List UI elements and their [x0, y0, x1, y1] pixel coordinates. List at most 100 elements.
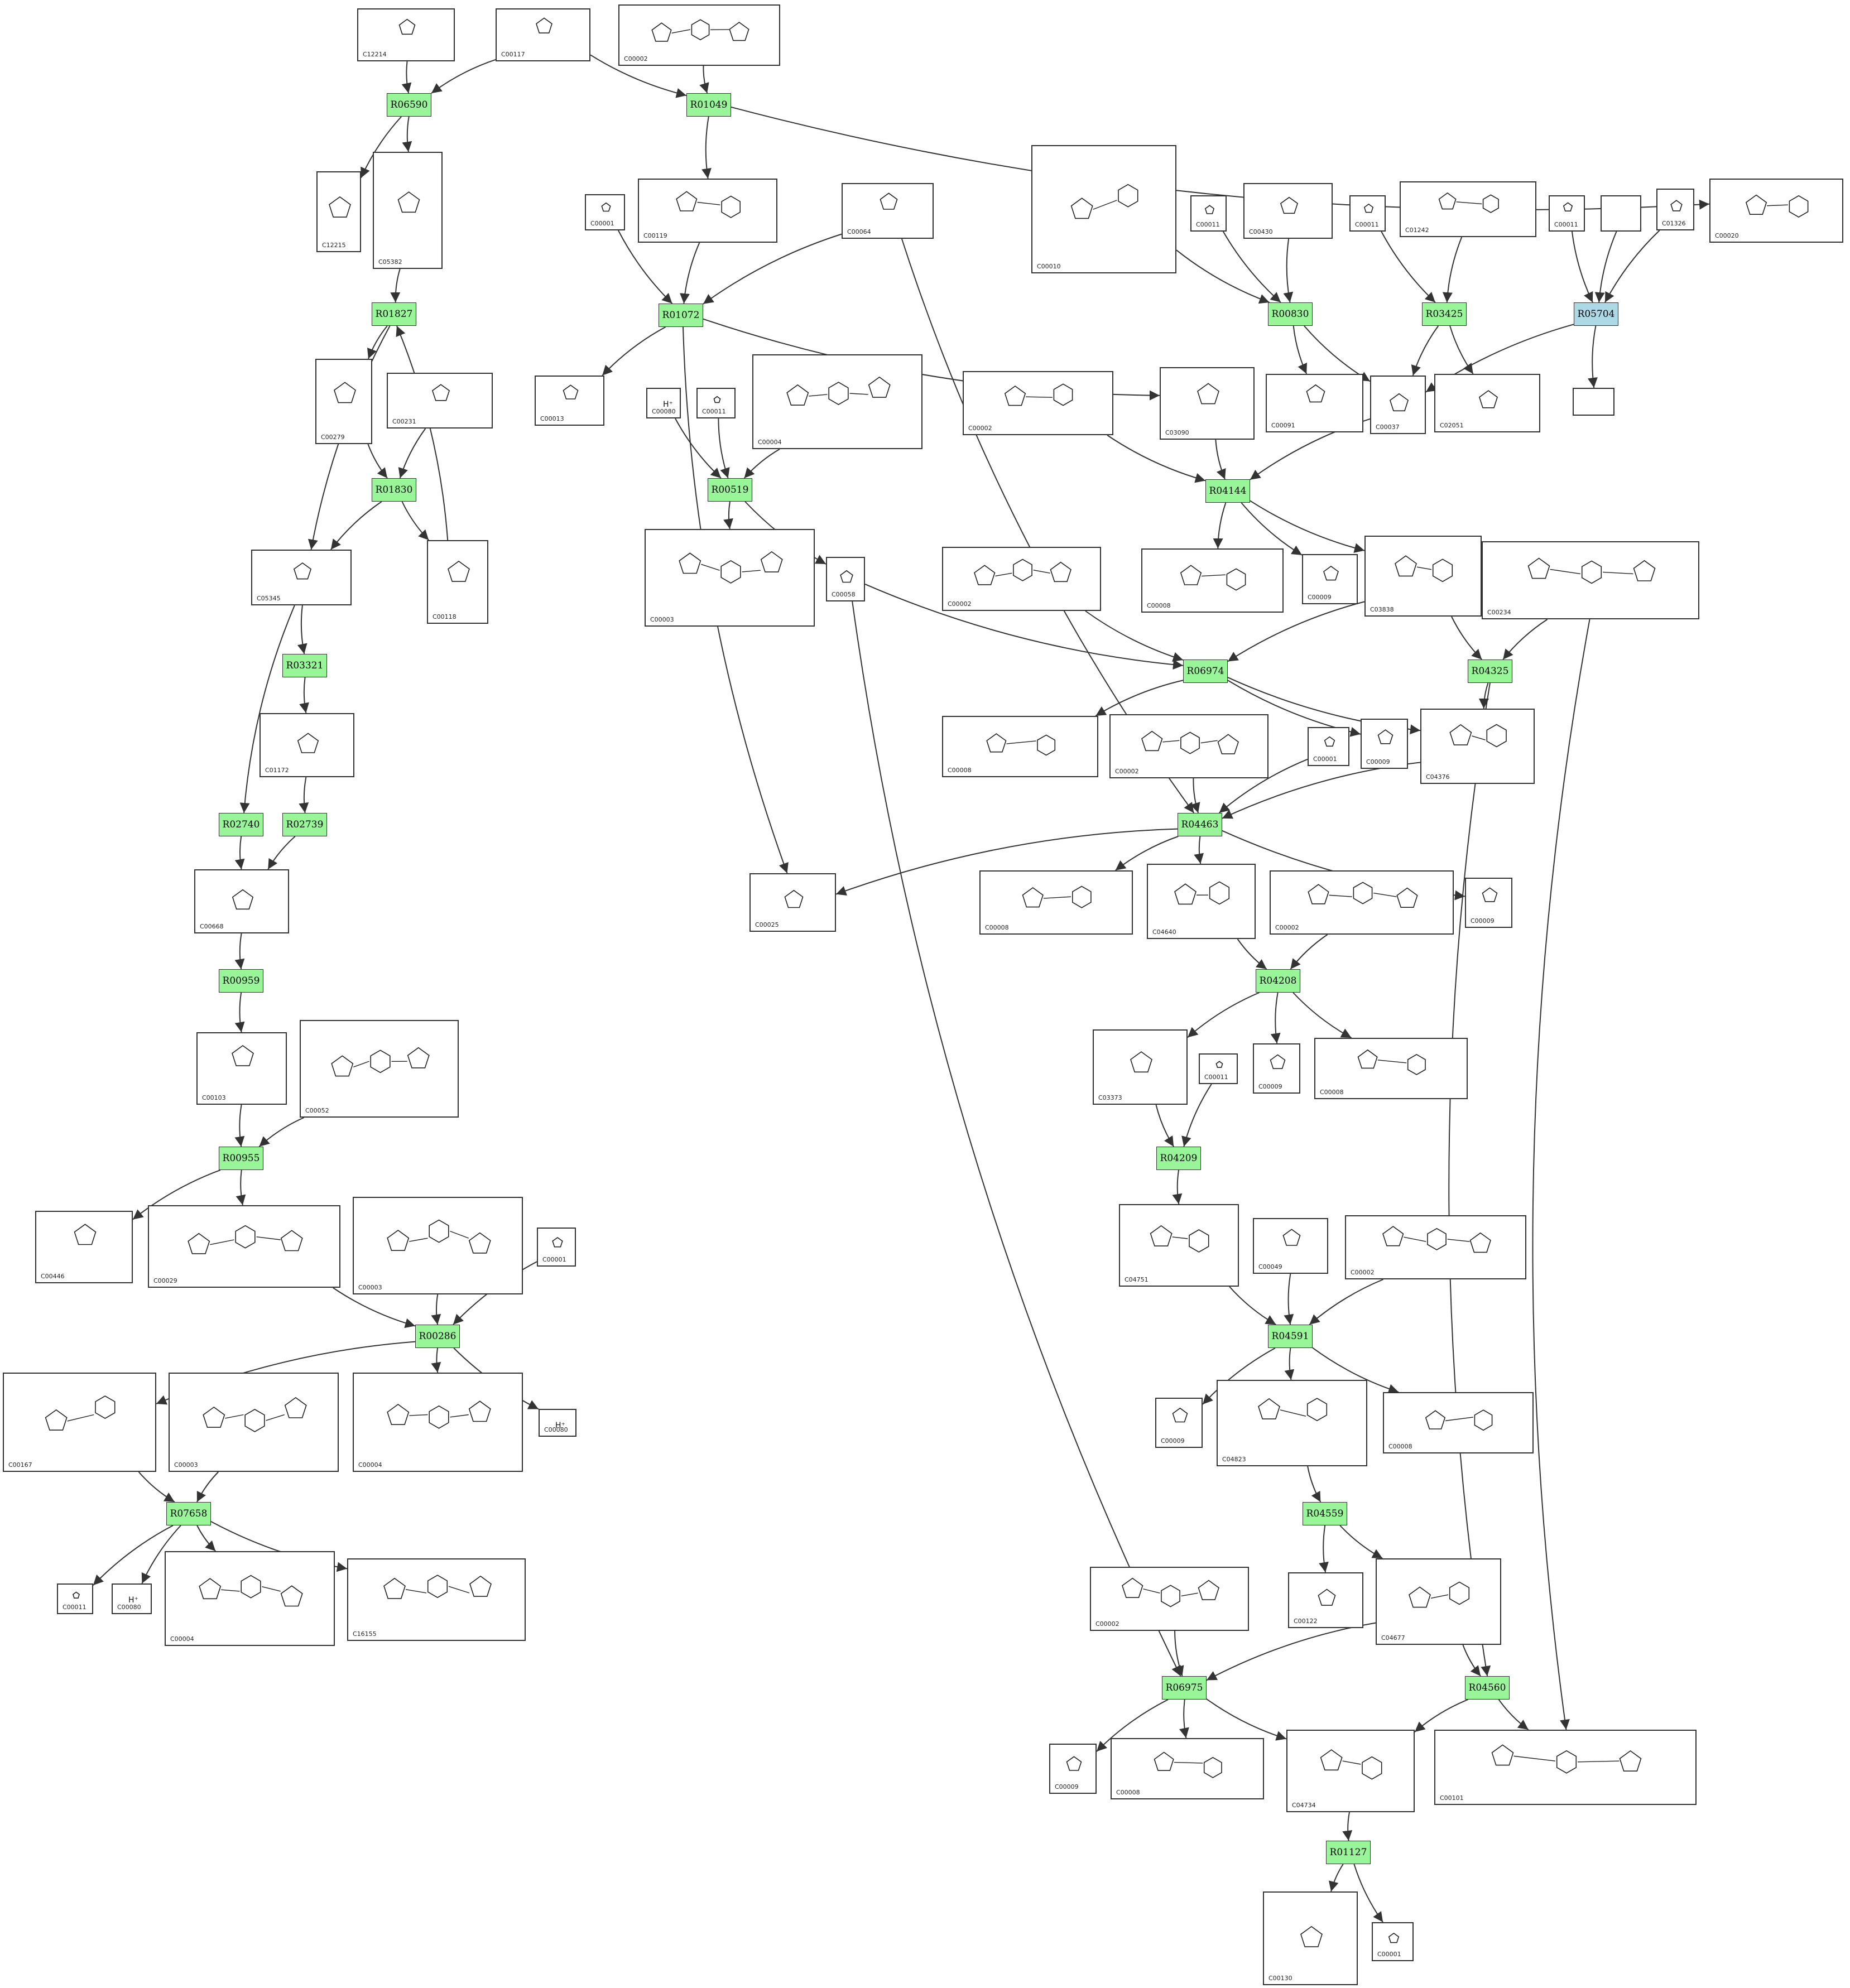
- compound-c00009-d[interactable]: C00009: [1253, 1043, 1300, 1094]
- reaction-r04559[interactable]: R04559: [1303, 1502, 1347, 1525]
- compound-c02051[interactable]: C02051: [1434, 374, 1540, 432]
- reaction-r01049[interactable]: R01049: [686, 93, 731, 117]
- reaction-r00955[interactable]: R00955: [219, 1147, 263, 1170]
- compound-c00080-a[interactable]: H⁺C00080: [646, 388, 681, 418]
- compound-c00009-e[interactable]: C00009: [1155, 1398, 1203, 1448]
- reaction-r04325[interactable]: R04325: [1468, 660, 1512, 683]
- compound-c04734[interactable]: C04734: [1286, 1730, 1415, 1812]
- reaction-r06974[interactable]: R06974: [1183, 660, 1228, 683]
- compound-c00004-b[interactable]: C00004: [353, 1373, 523, 1472]
- compound-c00118[interactable]: C00118: [427, 540, 488, 624]
- compound-c00101[interactable]: C00101: [1434, 1730, 1697, 1805]
- compound-c00052[interactable]: C00052: [300, 1020, 459, 1118]
- compound-c00080-c[interactable]: H⁺C00080: [112, 1583, 152, 1614]
- compound-c00231[interactable]: C00231: [387, 373, 493, 429]
- compound-c00234[interactable]: C00234: [1482, 541, 1699, 619]
- compound-c00037[interactable]: C00037: [1370, 376, 1426, 434]
- compound-c00013[interactable]: C00013: [535, 376, 604, 426]
- compound-c00001-b[interactable]: C00001: [1308, 727, 1349, 766]
- compound-c04640[interactable]: C04640: [1147, 864, 1256, 939]
- reaction-r02739[interactable]: R02739: [282, 813, 327, 836]
- compound-c00668[interactable]: C00668: [194, 869, 289, 933]
- compound-c00011-a[interactable]: C00011: [1190, 195, 1227, 232]
- compound-c05345[interactable]: C05345: [251, 550, 352, 605]
- compound-c00002-e[interactable]: C00002: [1270, 870, 1454, 935]
- compound-c00119[interactable]: C00119: [638, 179, 777, 243]
- compound-c00004-c[interactable]: C00004: [165, 1551, 335, 1646]
- compound-c00002-d[interactable]: C00002: [1109, 714, 1268, 778]
- compound-c00064[interactable]: C00064: [842, 183, 934, 239]
- compound-c00008-e[interactable]: C00008: [1383, 1392, 1534, 1453]
- compound-c00011-d[interactable]: C00011: [696, 388, 736, 418]
- compound-c12215[interactable]: C12215: [316, 171, 361, 252]
- compound-c03090[interactable]: C03090: [1160, 367, 1255, 440]
- compound-c00003-a[interactable]: C00003: [645, 529, 815, 627]
- compound-c00009-f[interactable]: C00009: [1049, 1744, 1097, 1794]
- compound-c00122[interactable]: C00122: [1288, 1572, 1363, 1628]
- compound-c00091[interactable]: C00091: [1266, 374, 1363, 432]
- compound-c00002-f[interactable]: C00002: [1345, 1215, 1526, 1279]
- reaction-r01827[interactable]: R01827: [372, 302, 416, 326]
- compound-c00010[interactable]: C00010: [1031, 145, 1176, 273]
- compound-c00008-b[interactable]: C00008: [942, 716, 1098, 777]
- compound-c00117[interactable]: C00117: [496, 8, 590, 61]
- compound-c00003-b[interactable]: C00003: [353, 1197, 523, 1294]
- compound-c00167[interactable]: C00167: [3, 1373, 156, 1472]
- reaction-r00830[interactable]: R00830: [1268, 302, 1313, 326]
- compound-c05382[interactable]: C05382: [373, 152, 443, 269]
- compound-c00002-top[interactable]: C00002: [618, 4, 780, 66]
- compound-c04376[interactable]: C04376: [1420, 709, 1535, 784]
- compound-c12214[interactable]: C12214: [357, 8, 455, 61]
- compound-c00430[interactable]: C00430: [1243, 183, 1333, 239]
- reaction-r00959[interactable]: R00959: [219, 969, 263, 993]
- reaction-r06590[interactable]: R06590: [387, 93, 431, 117]
- reaction-r04209[interactable]: R04209: [1156, 1147, 1201, 1170]
- compound-c00011-e[interactable]: C00011: [1199, 1053, 1238, 1084]
- compound-c00009-c[interactable]: C00009: [1465, 878, 1512, 928]
- reaction-r05704[interactable]: R05704: [1574, 302, 1618, 326]
- reaction-r01127[interactable]: R01127: [1326, 1841, 1371, 1864]
- compound-c04823[interactable]: C04823: [1217, 1380, 1367, 1466]
- compound-c00001-c[interactable]: C00001: [537, 1228, 576, 1267]
- reaction-r04463[interactable]: R04463: [1178, 813, 1222, 836]
- reaction-r01830[interactable]: R01830: [372, 478, 416, 502]
- compound-c00049[interactable]: C00049: [1253, 1218, 1328, 1274]
- compound-c04677[interactable]: C04677: [1376, 1558, 1501, 1645]
- compound-c00002-g[interactable]: C00002: [1090, 1567, 1249, 1631]
- compound-c00008-a[interactable]: C00008: [1141, 548, 1284, 613]
- compound-c00002-b[interactable]: C00002: [963, 371, 1113, 435]
- compound-c00008-c[interactable]: C00008: [979, 870, 1133, 935]
- compound-c00058[interactable]: C00058: [826, 557, 865, 601]
- compound-empty-a[interactable]: [1601, 195, 1641, 232]
- reaction-r00286[interactable]: R00286: [415, 1325, 460, 1348]
- reaction-r03321[interactable]: R03321: [282, 654, 327, 677]
- compound-c00025[interactable]: C00025: [749, 873, 836, 932]
- reaction-r03425[interactable]: R03425: [1422, 302, 1467, 326]
- compound-c00130[interactable]: C00130: [1263, 1891, 1358, 1985]
- compound-c00029[interactable]: C00029: [148, 1205, 340, 1288]
- compound-c00080-b[interactable]: H⁺C00080: [539, 1409, 576, 1437]
- compound-c00446[interactable]: C00446: [35, 1211, 133, 1283]
- reaction-r00519[interactable]: R00519: [708, 478, 752, 502]
- compound-c00002-c[interactable]: C00002: [942, 547, 1101, 611]
- compound-c01326[interactable]: C01326: [1656, 189, 1694, 230]
- compound-c00020[interactable]: C00020: [1709, 179, 1843, 243]
- compound-c00011-c[interactable]: C00011: [1549, 195, 1585, 232]
- compound-c00011-f[interactable]: C00011: [57, 1583, 93, 1614]
- compound-c00001-a[interactable]: C00001: [585, 194, 625, 230]
- compound-c03373[interactable]: C03373: [1093, 1029, 1188, 1105]
- reaction-r04144[interactable]: R04144: [1205, 479, 1250, 503]
- compound-c01242[interactable]: C01242: [1400, 181, 1536, 237]
- reaction-r04591[interactable]: R04591: [1268, 1325, 1313, 1348]
- compound-c00011-b[interactable]: C00011: [1349, 195, 1386, 232]
- reaction-r04208[interactable]: R04208: [1256, 969, 1300, 993]
- reaction-r01072[interactable]: R01072: [659, 304, 703, 327]
- compound-c00001-d[interactable]: C00001: [1372, 1922, 1414, 1961]
- compound-empty-b[interactable]: [1573, 388, 1614, 416]
- reaction-r04560[interactable]: R04560: [1465, 1676, 1510, 1700]
- reaction-r07658[interactable]: R07658: [166, 1502, 211, 1525]
- compound-c04751[interactable]: C04751: [1119, 1204, 1239, 1287]
- reaction-r02740[interactable]: R02740: [219, 813, 263, 836]
- compound-c01172[interactable]: C01172: [260, 713, 354, 777]
- compound-c03838[interactable]: C03838: [1364, 536, 1482, 617]
